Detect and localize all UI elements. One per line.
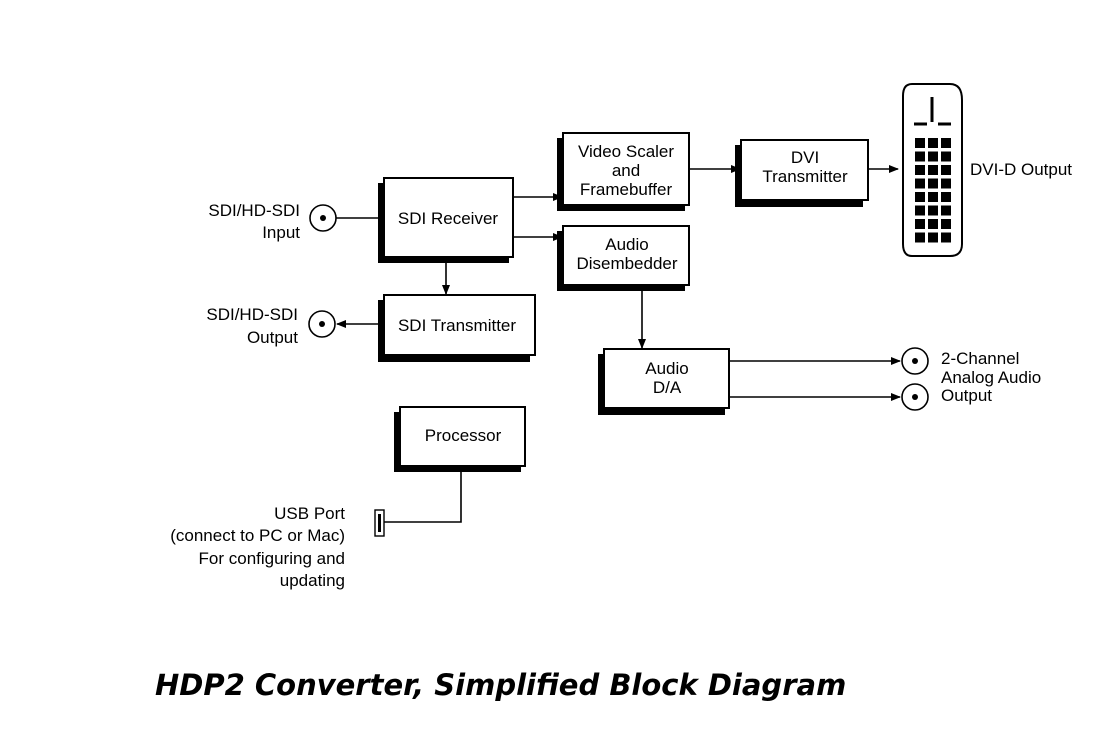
dvi-d-connector-icon	[902, 83, 963, 257]
dvi-transmitter-block: DVI Transmitter	[735, 139, 869, 207]
dvi-pin	[941, 165, 951, 175]
dvi-pin	[915, 205, 925, 216]
sdi-output-label-line1: SDI/HD-SDI	[206, 305, 298, 324]
dvi-pin	[928, 205, 938, 216]
sdi-output-label-line2: Output	[247, 328, 298, 347]
dvi-transmitter-label-line2: Transmitter	[762, 167, 848, 186]
sdi-input-label-line1: SDI/HD-SDI	[208, 201, 300, 220]
sdi-input-connector-icon	[309, 204, 337, 232]
dvi-pin	[941, 138, 951, 148]
analog-audio-label-line1: 2-Channel	[941, 349, 1019, 368]
diagram-title: HDP2 Converter, Simplified Block Diagram	[155, 668, 846, 702]
dvi-pin	[915, 165, 925, 175]
usb-label-line2: (connect to PC or Mac)	[170, 526, 345, 545]
dvi-pin	[915, 178, 925, 189]
dvi-pin	[915, 232, 925, 243]
wire-processor-to-usb	[384, 471, 462, 523]
analog-audio-label-line3: Output	[941, 386, 992, 405]
signal-wires	[336, 165, 901, 523]
usb-port-icon	[374, 509, 385, 537]
dvi-pin	[928, 138, 938, 148]
video-scaler-block: Video Scaler and Framebuffer	[557, 132, 690, 211]
audio-output-connector-1-icon	[901, 347, 929, 375]
dvi-pin	[928, 151, 938, 162]
processor-label: Processor	[425, 426, 502, 445]
sdi-transmitter-label: SDI Transmitter	[398, 316, 516, 335]
dvi-pin	[928, 232, 938, 243]
dvi-pin	[928, 219, 938, 229]
audio-disembedder-block: Audio Disembedder	[557, 225, 690, 291]
dvi-output-label: DVI-D Output	[970, 160, 1072, 179]
audio-da-block: Audio D/A	[598, 348, 730, 415]
video-scaler-label-line1: Video Scaler	[578, 142, 674, 161]
dvi-pin	[915, 219, 925, 229]
processor-block: Processor	[394, 406, 526, 472]
dvi-pin	[941, 192, 951, 202]
audio-disembedder-label-line1: Audio	[605, 235, 648, 254]
dvi-pin	[941, 219, 951, 229]
sdi-receiver-block: SDI Receiver	[378, 177, 514, 263]
dvi-pin	[915, 138, 925, 148]
dvi-pin	[941, 151, 951, 162]
audio-disembedder-label-line2: Disembedder	[576, 254, 677, 273]
audio-da-label-line2: D/A	[653, 378, 682, 397]
dvi-transmitter-label-line1: DVI	[791, 148, 819, 167]
audio-output-connector-2-icon	[901, 383, 929, 411]
sdi-receiver-label: SDI Receiver	[398, 209, 498, 228]
dvi-pin	[928, 192, 938, 202]
usb-label-line4: updating	[280, 571, 345, 590]
dvi-pin	[915, 151, 925, 162]
dvi-pin	[915, 192, 925, 202]
analog-audio-label-line2: Analog Audio	[941, 368, 1041, 387]
dvi-pin	[928, 178, 938, 189]
audio-da-label-line1: Audio	[645, 359, 688, 378]
dvi-pin	[941, 232, 951, 243]
dvi-pin	[941, 205, 951, 216]
sdi-output-connector-icon	[308, 310, 336, 338]
usb-label-line1: USB Port	[274, 504, 345, 523]
video-scaler-label-line3: Framebuffer	[580, 180, 673, 199]
video-scaler-label-line2: and	[612, 161, 640, 180]
dvi-pin-grid	[915, 138, 951, 243]
usb-label-line3: For configuring and	[199, 549, 345, 568]
sdi-input-label-line2: Input	[262, 223, 300, 242]
dvi-pin	[928, 165, 938, 175]
dvi-pin	[941, 178, 951, 189]
sdi-transmitter-block: SDI Transmitter	[378, 294, 536, 362]
